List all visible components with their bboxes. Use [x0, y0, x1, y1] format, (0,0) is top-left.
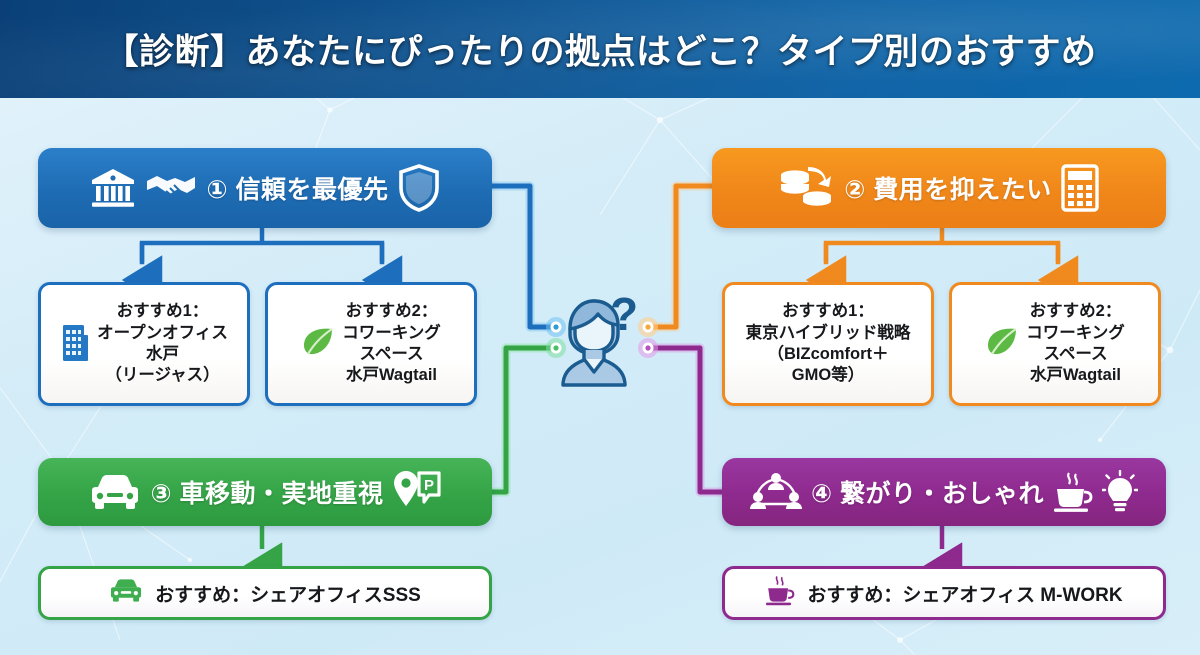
- calculator-icon: [1061, 164, 1099, 212]
- recommendation-label-community: おすすめ：シェアオフィス M-WORK: [807, 584, 1123, 606]
- header-banner: 【診断】あなたにぴったりの拠点はどこ？タイプ別のおすすめ: [0, 0, 1200, 98]
- recommendation-card-cost-1[interactable]: おすすめ1： 東京ハイブリッド戦略 （BIZcomfort＋ GMO等）: [722, 282, 934, 406]
- coffee-cup-icon: [1053, 471, 1093, 513]
- recommendation-card-trust-2[interactable]: おすすめ2： コワーキング スペース 水戸Wagtail: [265, 282, 477, 406]
- category-header-trust[interactable]: ① 信頼を最優先: [38, 148, 492, 228]
- wire-hub-cost: [645, 183, 715, 330]
- recommendation-card-community[interactable]: おすすめ：シェアオフィス M-WORK: [722, 566, 1166, 620]
- person-question-icon: ?: [556, 288, 648, 388]
- car-icon: [89, 473, 141, 511]
- recommendation-label-trust-1: おすすめ1： オープンオフィス 水戸 （リージャス）: [97, 302, 228, 385]
- coffee-cup-icon: [765, 575, 795, 611]
- category-header-cost[interactable]: ② 費用を抑えたい: [712, 148, 1166, 228]
- coins-arrow-icon: [779, 165, 835, 211]
- page-title: 【診断】あなたにぴったりの拠点はどこ？タイプ別のおすすめ: [103, 32, 1097, 72]
- recommendation-card-cost-2[interactable]: おすすめ2： コワーキング スペース 水戸Wagtail: [949, 282, 1161, 406]
- bank-icon: [90, 167, 136, 209]
- leaf-icon: [301, 326, 335, 363]
- leaf-icon: [985, 326, 1019, 363]
- svg-text:P: P: [424, 477, 434, 494]
- handshake-icon: [145, 168, 197, 208]
- wire-hub-trust: [489, 183, 559, 330]
- recommendation-label-cost-2: おすすめ2： コワーキング スペース 水戸Wagtail: [1026, 302, 1125, 385]
- wire-trust-split: [139, 225, 385, 265]
- people-network-icon: [749, 470, 802, 514]
- category-header-community[interactable]: ④ 繋がり・おしゃれ: [722, 458, 1166, 526]
- category-title-car: ③ 車移動・実地重視: [150, 480, 384, 508]
- lightbulb-icon: [1102, 470, 1139, 514]
- recommendation-label-cost-1: おすすめ1： 東京ハイブリッド戦略 （BIZcomfort＋ GMO等）: [745, 302, 911, 385]
- wire-cost-split: [823, 225, 1061, 265]
- category-title-community: ④ 繋がり・おしゃれ: [810, 480, 1045, 508]
- car-icon: [109, 578, 143, 608]
- recommendation-card-trust-1[interactable]: おすすめ1： オープンオフィス 水戸 （リージャス）: [38, 282, 250, 406]
- recommendation-label-car: おすすめ：シェアオフィスSSS: [155, 584, 421, 606]
- recommendation-card-car[interactable]: おすすめ：シェアオフィスSSS: [38, 566, 492, 620]
- question-mark-glyph: ?: [610, 288, 638, 340]
- office-building-icon: [60, 321, 90, 368]
- category-header-car[interactable]: ③ 車移動・実地重視 P: [38, 458, 492, 526]
- map-pin-parking-icon: P: [393, 469, 441, 515]
- category-title-trust: ① 信頼を最優先: [206, 176, 389, 204]
- recommendation-label-trust-2: おすすめ2： コワーキング スペース 水戸Wagtail: [342, 302, 441, 385]
- shield-icon: [398, 164, 440, 212]
- category-title-cost: ② 費用を抑えたい: [844, 176, 1052, 204]
